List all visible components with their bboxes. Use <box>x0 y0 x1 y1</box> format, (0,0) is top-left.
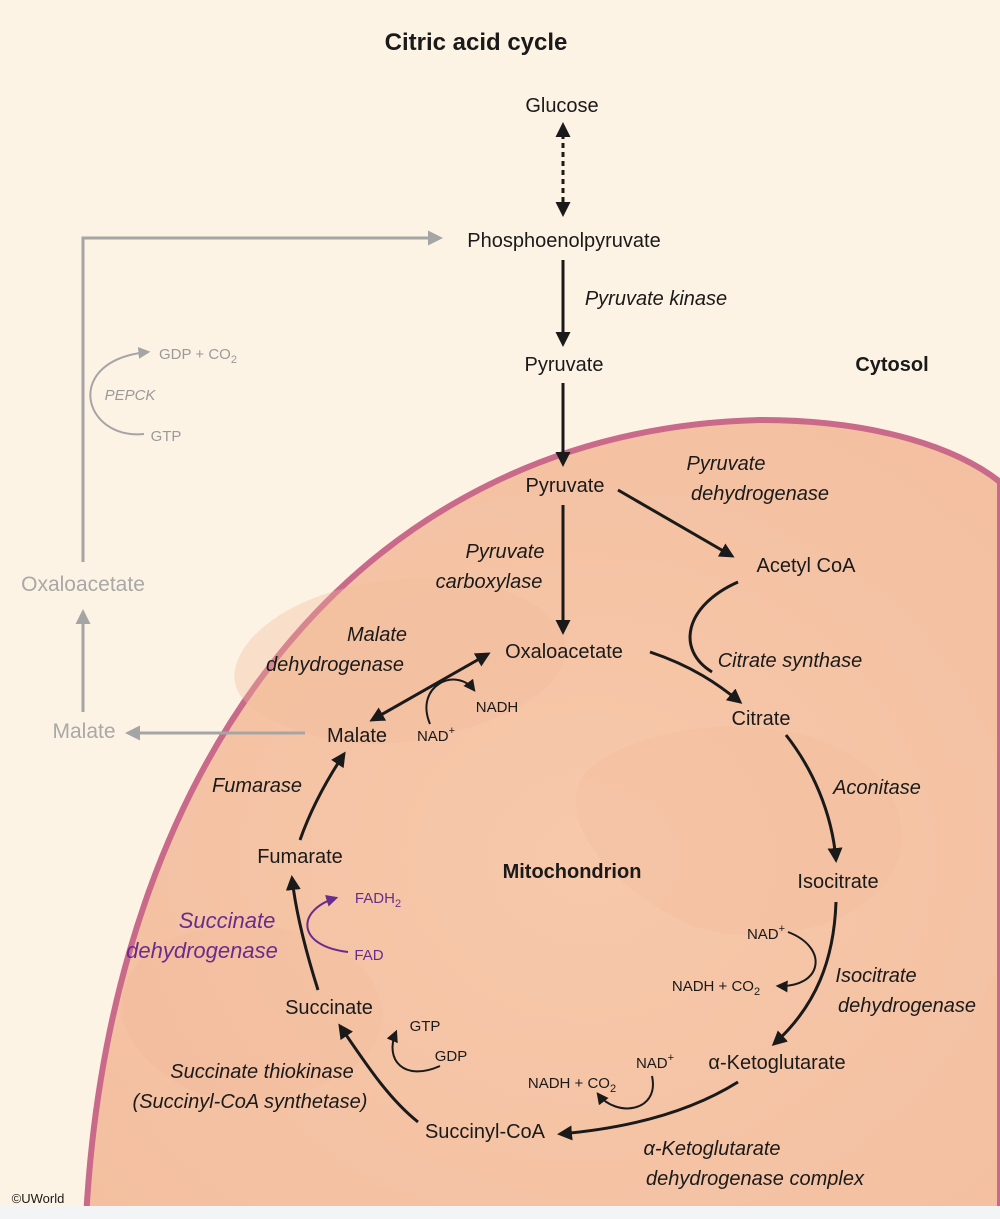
sth-label-line1: Succinate thiokinase <box>170 1061 353 1083</box>
pyruvate-kinase-label: Pyruvate kinase <box>585 288 727 310</box>
pyruvate-carboxylase-line1: Pyruvate <box>466 541 545 563</box>
akg-to-succinyl-coa-arrow <box>557 1080 739 1141</box>
pyruvate-carboxylase-line2: carboxylase <box>436 571 543 593</box>
succinate-label: Succinate <box>285 997 373 1019</box>
oxaloacetate-to-pep-arrow <box>81 230 443 562</box>
gtp-sth-label: GTP <box>410 1018 441 1035</box>
malate-oxaloacetate-arrow <box>369 652 491 722</box>
citrate-label: Citrate <box>732 708 791 730</box>
citrate-to-isocitrate-arrow <box>784 734 843 863</box>
succinate-to-fumarate-arrow <box>285 875 320 991</box>
bottom-strip <box>0 1206 1000 1219</box>
oxaloacetate-to-citrate-arrow <box>649 650 743 704</box>
malate-cytosol-label: Malate <box>52 720 115 743</box>
akgdh-label-line1: α-Ketoglutarate <box>643 1138 780 1160</box>
fadh2-label: FADH2 <box>355 890 401 910</box>
pepck-label: PEPCK <box>105 387 157 404</box>
malate-dh-line1: Malate <box>347 624 407 646</box>
cristae-texture <box>121 925 382 1100</box>
nad-idh-label: NAD+ <box>747 923 785 943</box>
fumarate-to-malate-arrow <box>298 751 346 841</box>
oxaloacetate-mito-label: Oxaloacetate <box>505 641 623 663</box>
isocitrate-to-akg-arrow <box>771 901 838 1047</box>
nadh-mdh-label: NADH <box>476 699 519 716</box>
citrate-synthase-label: Citrate synthase <box>718 650 863 672</box>
pyruvate-mito-label: Pyruvate <box>526 475 605 497</box>
mitochondrion-label: Mitochondrion <box>503 861 642 883</box>
succinyl-coa-label: Succinyl-CoA <box>425 1121 546 1143</box>
mdh-cofactor-curve <box>425 678 476 725</box>
pep-label: Phosphoenolpyruvate <box>467 230 660 252</box>
akgdh-label-line2: dehydrogenase complex <box>646 1168 865 1190</box>
nadh-co2-akg-label: NADH + CO2 <box>528 1075 616 1095</box>
gdp-sth-label: GDP <box>435 1048 468 1065</box>
aconitase-label: Aconitase <box>832 777 921 799</box>
gdp-co2-label: GDP + CO2 <box>159 346 237 366</box>
pdh-label-line2: dehydrogenase <box>691 483 829 505</box>
succinate-dh-line1: Succinate <box>179 908 276 933</box>
pyruvate-cytosol-label: Pyruvate <box>525 354 604 376</box>
idh-label-line2: dehydrogenase <box>838 995 976 1017</box>
pdh-label-line1: Pyruvate <box>687 453 766 475</box>
isocitrate-label: Isocitrate <box>797 871 878 893</box>
sdh-cofactor-curve <box>306 895 349 953</box>
fad-label: FAD <box>354 947 383 964</box>
malate-dh-line2: dehydrogenase <box>266 654 404 676</box>
fumarase-label: Fumarase <box>212 775 302 797</box>
cristae-texture <box>575 726 902 936</box>
glucose-label: Glucose <box>525 95 598 117</box>
succinate-dh-line2: dehydrogenase <box>126 938 278 963</box>
cytosol-label: Cytosol <box>855 354 928 376</box>
pyruvate-to-acetyl-coa-arrow <box>617 488 735 558</box>
gtp-pepck-label: GTP <box>151 428 182 445</box>
mitochondrion-membrane <box>82 416 1000 1219</box>
sth-cofactor-curve <box>386 1029 441 1073</box>
nad-akg-label: NAD+ <box>636 1052 674 1072</box>
acetyl-coa-feed-curve <box>688 580 739 674</box>
nadh-co2-idh-label: NADH + CO2 <box>672 978 760 998</box>
alpha-ketoglutarate-label: α-Ketoglutarate <box>708 1052 845 1074</box>
idh-cofactor-curve <box>775 931 817 993</box>
pepck-cofactor-curve <box>89 346 151 436</box>
diagram-title: Citric acid cycle <box>385 29 568 56</box>
copyright-credit: ©UWorld <box>12 1191 65 1206</box>
acetyl-coa-label: Acetyl CoA <box>757 555 857 577</box>
oxaloacetate-cytosol-label: Oxaloacetate <box>21 573 145 596</box>
sth-label-line2: (Succinyl-CoA synthetase) <box>133 1091 368 1113</box>
succinyl-coa-to-succinate-arrow <box>338 1023 419 1124</box>
fumarate-label: Fumarate <box>257 846 343 868</box>
akgdh-cofactor-curve <box>596 1075 654 1110</box>
nad-mdh-label: NAD+ <box>417 725 455 745</box>
idh-label-line1: Isocitrate <box>835 965 916 987</box>
malate-mito-label: Malate <box>327 725 387 747</box>
